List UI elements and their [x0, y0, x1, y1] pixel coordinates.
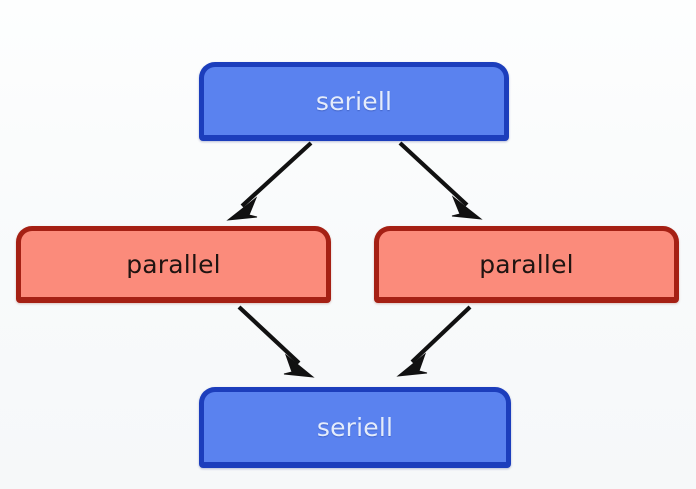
node-serial-top-label: seriell — [315, 86, 393, 116]
node-parallel-left-label: parallel — [126, 249, 221, 279]
edge-right-to-bottom — [396, 305, 472, 377]
node-parallel-right[interactable]: parallel — [374, 226, 679, 303]
node-serial-bottom[interactable]: seriell — [199, 387, 511, 468]
edge-top-to-right — [398, 141, 483, 220]
node-serial-top[interactable]: seriell — [199, 62, 509, 141]
edge-top-to-left — [226, 141, 313, 221]
node-parallel-right-label: parallel — [479, 249, 574, 279]
node-parallel-left[interactable]: parallel — [16, 226, 331, 303]
edge-left-to-bottom — [237, 305, 315, 378]
node-serial-bottom-label: seriell — [316, 412, 394, 442]
